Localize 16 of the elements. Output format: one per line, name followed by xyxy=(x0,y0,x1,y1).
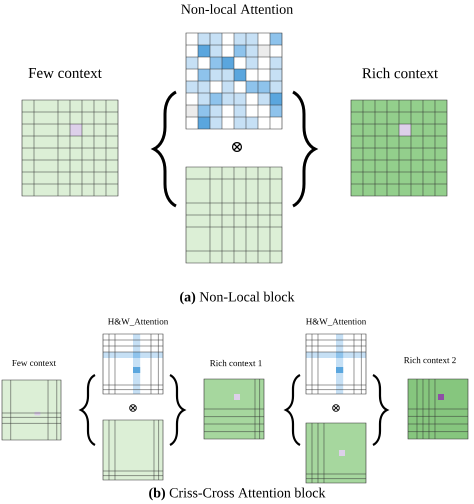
map-title: Rich context 2 xyxy=(404,356,456,364)
multiply-symbol: ⊗ xyxy=(232,142,242,152)
map-title: H&W_Attention xyxy=(108,318,168,326)
subfigure-caption: (b) Criss-Cross Attention block xyxy=(149,488,326,500)
feature-map xyxy=(186,166,282,264)
map-title: Few context xyxy=(12,360,56,366)
map-title: Few context xyxy=(28,68,102,78)
multiply-symbol: ⊗ xyxy=(332,404,340,412)
multiply-symbol: ⊗ xyxy=(129,404,137,412)
map-title: Non-local Attention xyxy=(181,4,293,14)
feature-map xyxy=(102,420,164,480)
map-title: H&W_Attention xyxy=(306,318,366,326)
map-title: Rich context 1 xyxy=(210,360,262,366)
map-title: Rich context xyxy=(362,68,438,78)
subfigure-caption: (a) Non-Local block xyxy=(180,292,295,304)
feature-map xyxy=(306,422,366,484)
